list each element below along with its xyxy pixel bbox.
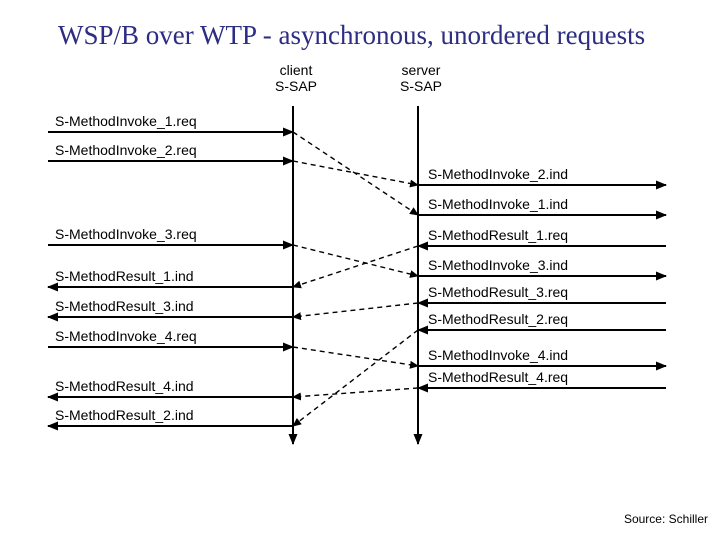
slide-title: WSP/B over WTP - asynchronous, unordered… [58,20,646,50]
message-label: S-MethodInvoke_2.ind [428,166,569,182]
transfer-arrow [292,160,419,188]
transfer-arrow [292,245,419,289]
message-label: S-MethodInvoke_1.req [55,113,197,129]
message-label: S-MethodResult_2.req [428,311,569,327]
message-label: S-MethodResult_1.req [428,227,569,243]
lifeline-header-server: server S-SAP [366,62,476,94]
message-label: S-MethodInvoke_4.req [55,328,197,344]
lifeline-sap-client: S-SAP [274,78,317,94]
message-label: S-MethodInvoke_4.ind [428,347,569,363]
message-label: S-MethodInvoke_3.req [55,226,197,242]
lifeline-header-client: client S-SAP [241,62,351,94]
transfer-arrow [292,329,419,427]
message-label: S-MethodInvoke_1.ind [428,196,569,212]
message-label: S-MethodResult_3.req [428,284,569,300]
lifeline-role-client: client [279,62,313,78]
message-label: S-MethodInvoke_3.ind [428,257,569,273]
transfer-arrow [292,302,419,321]
transfer-arrow [292,346,419,369]
lifeline-role-server: server [401,62,441,78]
message-label: S-MethodInvoke_2.req [55,142,197,158]
message-label: S-MethodResult_4.ind [55,378,194,394]
transfer-arrow [292,387,419,401]
message-label: S-MethodResult_2.ind [55,407,194,423]
lifeline-sap-server: S-SAP [399,78,442,94]
message-label: S-MethodResult_4.req [428,369,569,385]
message-label: S-MethodResult_1.ind [55,268,194,284]
transfer-arrow [292,244,419,278]
message-label: S-MethodResult_3.ind [55,298,194,314]
source-credit: Source: Schiller [623,512,708,526]
